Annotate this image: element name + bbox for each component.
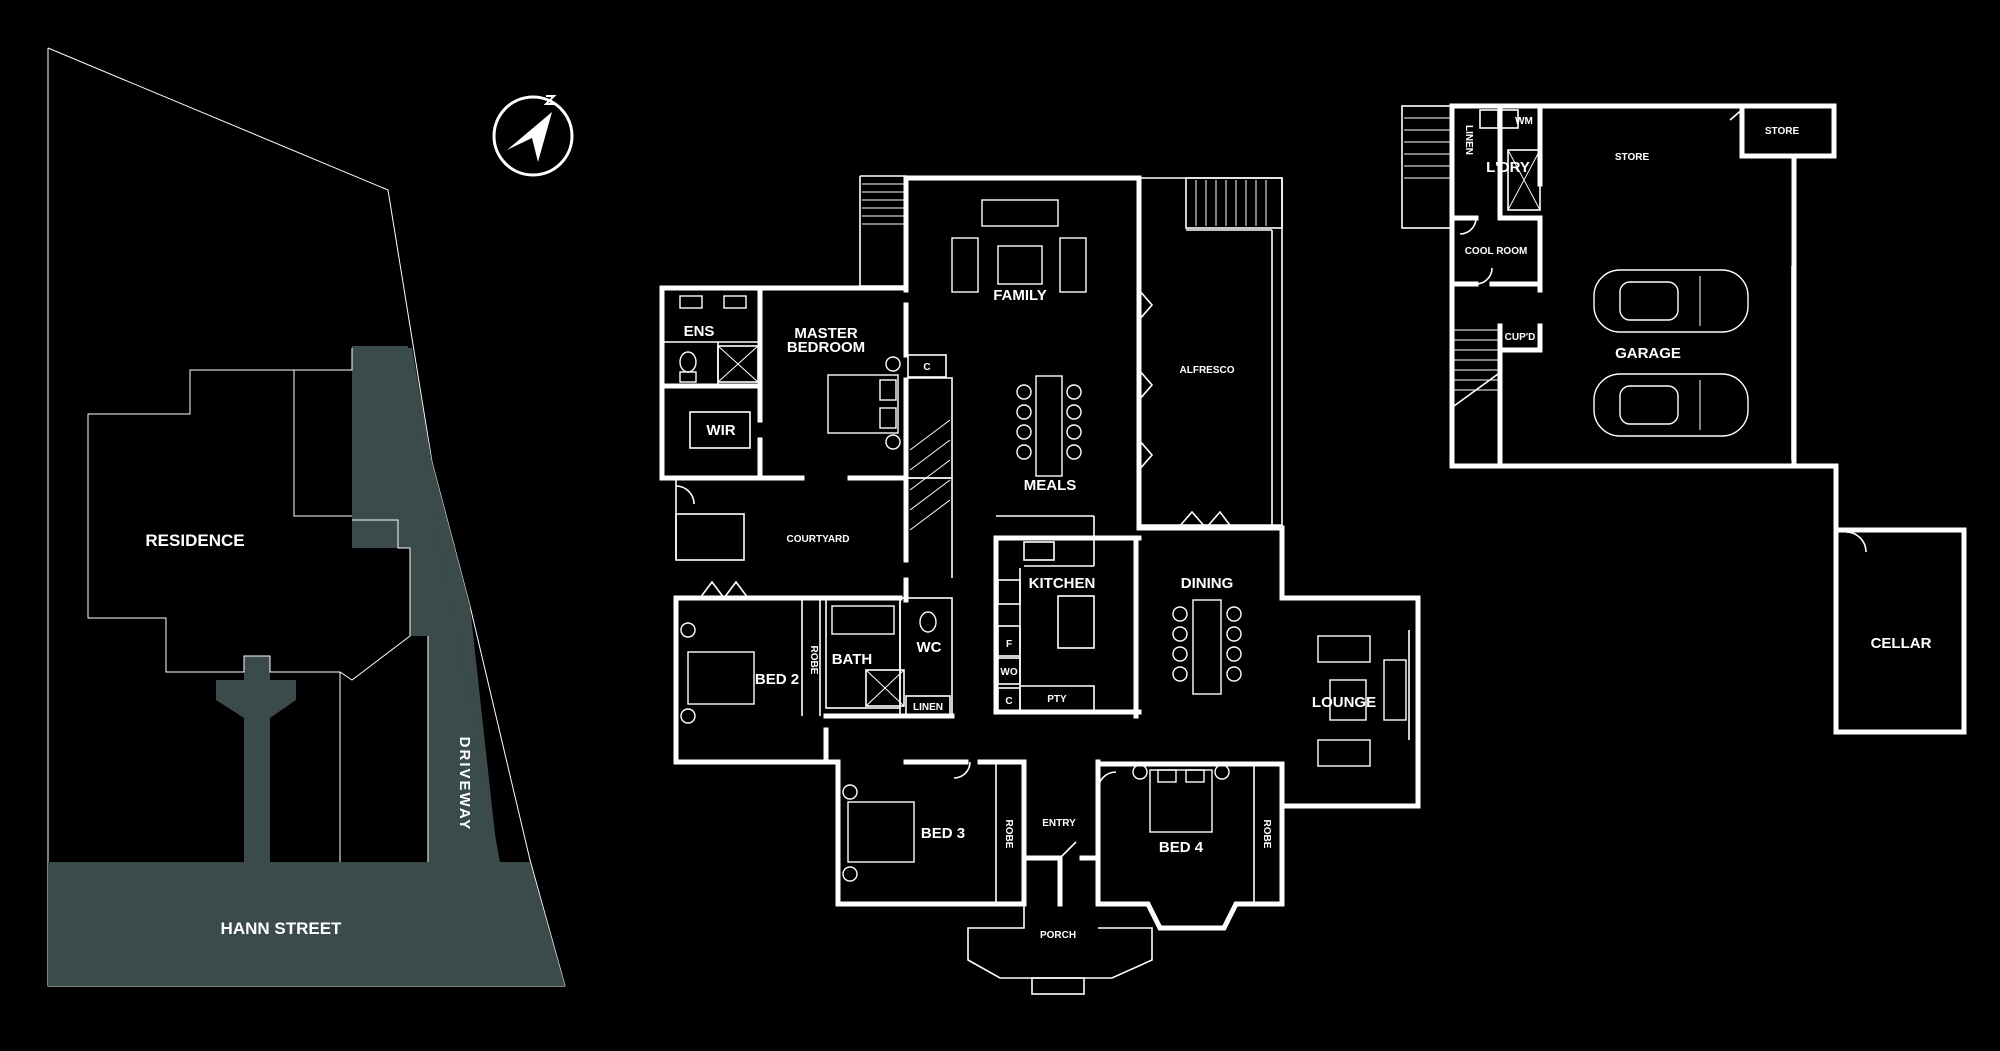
kitchen-label: KITCHEN (1029, 575, 1096, 592)
outbuilding (1401, 103, 1967, 735)
master-bedroom-label-2: BEDROOM (787, 339, 865, 356)
wir-label: WIR (706, 422, 735, 439)
robe-bed4-label: ROBE (1261, 820, 1272, 849)
stair-inner-outbuilding (1453, 329, 1499, 407)
courtyard-label: COURTYARD (787, 534, 850, 545)
residence-wing (293, 370, 352, 517)
outbuilding-labels: LINEN WM L'DRY STORE STORE COOL ROOM CUP… (1463, 116, 1932, 652)
car-top-icon (1593, 269, 1749, 333)
bed3-label: BED 3 (921, 825, 965, 842)
room-labels: FAMILY MASTER BEDROOM ENS WIR C MEALS AL… (684, 287, 1377, 941)
site-plan: RESIDENCE HANN STREET DRIVEWAY (47, 47, 566, 987)
cupd-label: CUP'D (1505, 332, 1536, 343)
garage-label: GARAGE (1615, 345, 1681, 362)
porch-label: PORCH (1040, 930, 1076, 941)
alfresco-label: ALFRESCO (1180, 365, 1235, 376)
street-label: HANN STREET (221, 919, 343, 938)
robe-bed2-label: ROBE (808, 646, 819, 675)
cellar-label: CELLAR (1871, 635, 1932, 652)
store-small-label: STORE (1765, 126, 1800, 137)
robe-bed3-label: ROBE (1003, 820, 1014, 849)
ens-label: ENS (684, 323, 715, 340)
front-path (216, 656, 296, 862)
bed4-label: BED 4 (1159, 839, 1204, 856)
residence-label: RESIDENCE (145, 531, 244, 550)
c-lower-label: C (1005, 696, 1012, 707)
main-house (659, 175, 1421, 995)
f-label: F (1006, 639, 1012, 650)
c-upper-label: C (923, 362, 930, 373)
car-bottom-icon (1593, 373, 1749, 437)
laundry-label: L'DRY (1486, 159, 1530, 176)
meals-label: MEALS (1024, 477, 1077, 494)
street-area (48, 862, 565, 986)
wm-label: WM (1515, 116, 1533, 127)
master-bedroom-label-1: MASTER (794, 325, 858, 342)
wo-label: WO (1000, 667, 1017, 678)
wc-label: WC (917, 639, 942, 656)
store-label: STORE (1615, 152, 1650, 163)
lounge-label: LOUNGE (1312, 694, 1376, 711)
cool-room-label: COOL ROOM (1465, 246, 1528, 257)
family-label: FAMILY (993, 287, 1047, 304)
stair-alfresco (1185, 177, 1283, 229)
bed2-label: BED 2 (755, 671, 799, 688)
pty-label: PTY (1047, 694, 1067, 705)
driveway-strip (352, 348, 500, 862)
entry-label: ENTRY (1042, 818, 1076, 829)
driveway-label: DRIVEWAY (456, 737, 473, 832)
linen-label: LINEN (913, 702, 943, 713)
bath-label: BATH (832, 651, 873, 668)
north-arrow-icon (492, 95, 574, 177)
dining-label: DINING (1181, 575, 1234, 592)
stair-mid (908, 377, 953, 578)
linen-out-label: LINEN (1463, 125, 1474, 155)
